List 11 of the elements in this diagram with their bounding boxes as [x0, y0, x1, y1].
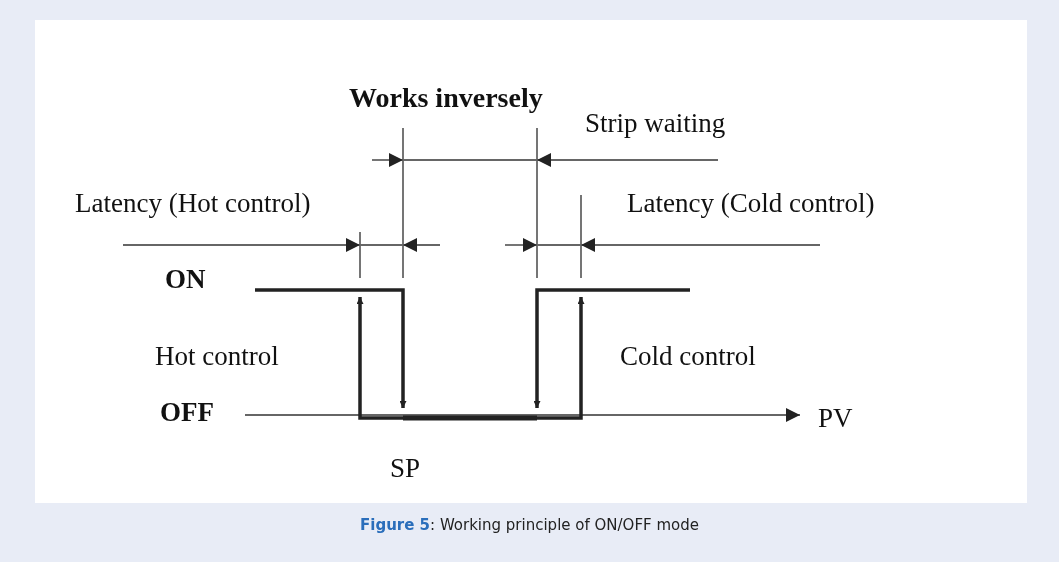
diagram-title: Works inversely: [349, 84, 543, 112]
figure-caption: Figure 5: Working principle of ON/OFF mode: [360, 516, 699, 534]
curve-label: Cold control: [620, 343, 756, 370]
axis-label: PV: [818, 405, 853, 432]
state-label: ON: [165, 266, 206, 293]
curve-label: Hot control: [155, 343, 279, 370]
dimension-label: Strip waiting: [585, 110, 726, 137]
axis-label: SP: [390, 455, 421, 482]
dimension-label: Latency (Cold control): [627, 190, 875, 217]
dimension-label: Latency (Hot control): [75, 190, 311, 217]
state-label: OFF: [160, 399, 214, 426]
